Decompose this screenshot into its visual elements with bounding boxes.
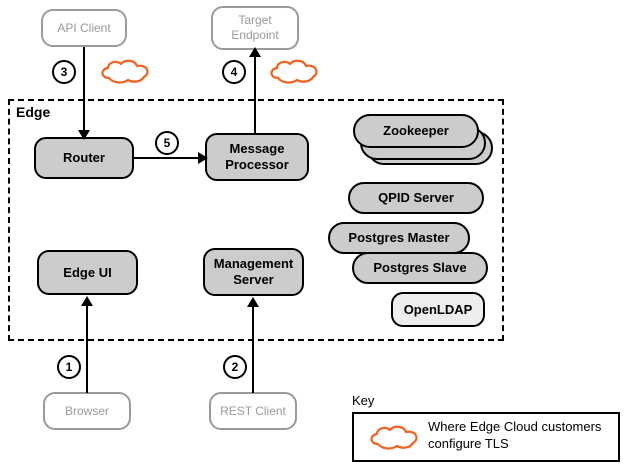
node-router[interactable]: Router [34,137,134,179]
arrow-mp-to-target-endpoint [254,56,256,133]
step-marker-2: 2 [223,355,247,379]
arrow-rest-client-to-management-server [252,306,254,393]
node-openldap-label: OpenLDAP [403,301,473,317]
step-marker-3: 3 [52,60,76,84]
key-tls-cloud-icon [364,424,424,457]
step-marker-2-label: 2 [231,360,239,374]
key-entry-text: Where Edge Cloud customers configure TLS [428,419,613,453]
node-postgres-slave[interactable]: Postgres Slave [352,252,488,284]
node-target-endpoint-label-line1: Target [238,13,272,28]
step-marker-5: 5 [155,131,179,155]
node-browser[interactable]: Browser [43,392,131,430]
key-title: Key [352,393,375,408]
node-browser-label: Browser [64,403,109,418]
key-entry-text-line1: Where Edge Cloud customers [428,419,602,434]
arrow-mp-to-target-endpoint-head [249,47,261,57]
arrow-browser-to-edge-ui [86,305,88,393]
arrow-api-client-to-router-head [78,130,90,140]
step-marker-3-label: 3 [60,65,68,79]
node-message-processor[interactable]: Message Processor [205,133,309,181]
node-target-endpoint[interactable]: Target Endpoint [211,6,299,50]
arrow-router-to-mp [134,157,201,159]
tls-cloud-api-client [97,58,153,91]
node-qpid-server[interactable]: QPID Server [348,182,484,214]
arrow-api-client-to-router [83,47,85,133]
node-rest-client-label: REST Client [220,403,286,418]
node-target-endpoint-label-line2: Endpoint [231,28,279,42]
node-edge-ui[interactable]: Edge UI [37,250,138,295]
node-message-processor-label-line1: Message [229,141,285,157]
step-marker-4: 4 [222,60,246,84]
node-qpid-server-label: QPID Server [378,190,454,206]
node-zookeeper[interactable]: Zookeeper [353,114,479,148]
node-edge-ui-label: Edge UI [63,264,112,280]
node-management-server-label-line1: Management [213,256,294,272]
tls-cloud-target-endpoint [266,58,322,91]
step-marker-1-label: 1 [65,360,73,374]
node-zookeeper-label: Zookeeper [383,123,449,139]
arrow-browser-to-edge-ui-head [81,296,93,306]
step-marker-4-label: 4 [230,65,238,79]
node-rest-client[interactable]: REST Client [209,392,297,430]
node-api-client-label: API Client [57,20,111,35]
step-marker-5-label: 5 [163,136,171,150]
node-management-server[interactable]: Management Server [203,248,304,296]
node-message-processor-label-line2: Processor [225,157,289,172]
node-router-label: Router [63,150,105,166]
node-management-server-label-line2: Server [233,272,274,287]
edge-boundary [8,99,504,341]
node-openldap[interactable]: OpenLDAP [391,292,485,327]
step-marker-1: 1 [57,355,81,379]
edge-boundary-label: Edge [16,104,51,120]
node-postgres-master-label: Postgres Master [348,230,450,246]
arrow-rest-client-to-management-server-head [247,297,259,307]
key-entry-text-line2: configure TLS [428,435,509,451]
node-api-client[interactable]: API Client [41,9,127,47]
arrow-router-to-mp-head [198,152,208,164]
node-postgres-slave-label: Postgres Slave [373,260,467,276]
node-postgres-master[interactable]: Postgres Master [328,222,470,254]
